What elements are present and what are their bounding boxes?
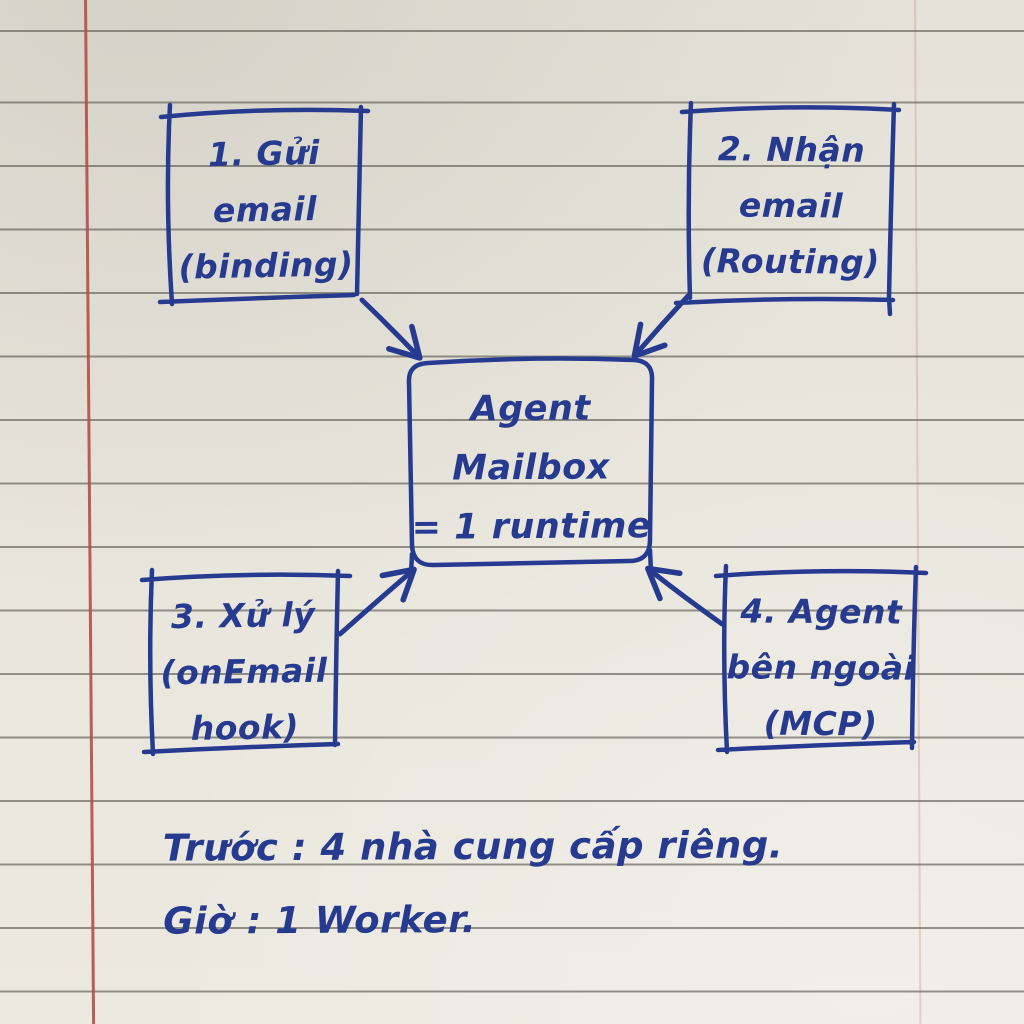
- node-send-email-outline: [157, 102, 371, 307]
- node-line: 4. Agent: [740, 591, 903, 632]
- node-send-email: 1. Gửi email (binding): [164, 124, 365, 296]
- node-line: (Routing): [700, 241, 881, 282]
- arrow-receive-to-mailbox: [631, 293, 691, 359]
- summary-notes: Trước : 4 nhà cung cấp riêng. Giờ : 1 Wo…: [163, 808, 804, 957]
- node-line: bên ngoài: [726, 647, 916, 688]
- node-external-agent: 4. Agent bên ngoài (MCP): [721, 583, 920, 752]
- arrow-hook-to-mailbox: [337, 566, 417, 637]
- note-now: Giờ : 1 Worker.: [163, 898, 477, 943]
- node-line: (onEmail: [160, 650, 328, 693]
- arrow-send-to-mailbox: [359, 297, 423, 361]
- node-line: email: [738, 185, 844, 226]
- node-process-hook-outline: [139, 567, 353, 757]
- node-line: Mailbox: [452, 447, 610, 489]
- node-receive-email: 2. Nhận email (Routing): [689, 121, 893, 291]
- node-line: (MCP): [763, 703, 878, 744]
- node-receive-email-outline: [673, 100, 902, 317]
- node-line: hook): [190, 707, 300, 748]
- arrow-external-to-mailbox: [645, 565, 725, 627]
- node-line: 1. Gửi: [207, 132, 321, 175]
- node-line: (binding): [178, 244, 354, 287]
- node-line: = 1 runtime: [411, 506, 652, 548]
- node-line: 2. Nhận: [717, 129, 866, 170]
- node-process-hook: 3. Xử lý (onEmail hook): [147, 587, 342, 758]
- node-line: email: [212, 189, 318, 230]
- node-external-agent-outline: [713, 563, 929, 755]
- node-line: Agent: [470, 388, 591, 430]
- node-line: 3. Xử lý: [170, 594, 316, 637]
- node-agent-mailbox: Agent Mailbox = 1 runtime: [408, 379, 653, 558]
- note-before: Trước : 4 nhà cung cấp riêng.: [162, 823, 784, 870]
